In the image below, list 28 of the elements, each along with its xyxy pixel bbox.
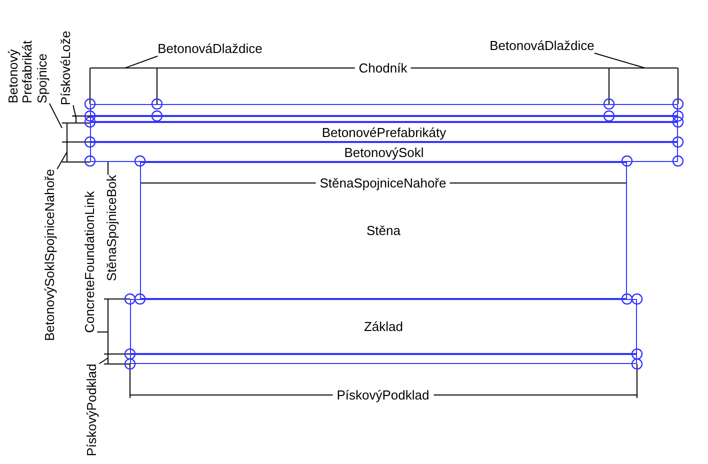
- callout-text: Betonový Prefabrikát Spojnice: [6, 40, 50, 104]
- layer-strip: [90, 104, 678, 116]
- dimension-label: Chodník: [354, 62, 412, 74]
- callout-text: ConcreteFoundationLink: [82, 191, 98, 333]
- callout-text: PískovéLože: [58, 30, 74, 106]
- layer-label: BetonovéPrefabrikáty: [322, 126, 446, 138]
- layer-strip: [130, 354, 637, 364]
- layer-label: Stěna: [366, 224, 400, 237]
- leader-line: [594, 52, 646, 68]
- layer-box: [140, 162, 627, 299]
- callout-text: PískovýPodklad: [84, 364, 100, 456]
- callout-text: BetonováDlaždice: [158, 42, 262, 56]
- leader-line: [72, 104, 76, 118]
- layer-box: [90, 122, 678, 142]
- layer-box: [130, 299, 637, 354]
- callout-text: StěnaSpojniceBok: [104, 174, 120, 282]
- callout-text: BetonovýSoklSpojniceNahoře: [42, 169, 58, 341]
- leader-line: [56, 152, 68, 170]
- callout-text: BetonováDlaždice: [490, 38, 594, 54]
- leader-line: [48, 102, 62, 128]
- leader-line: [124, 56, 158, 68]
- layer-strip: [90, 116, 678, 122]
- dimension-label: PískovýPodklad: [332, 388, 434, 402]
- layer-label: BetonovýSokl: [344, 146, 424, 158]
- layer-label: Základ: [364, 320, 404, 333]
- leader-line: [98, 358, 108, 364]
- dimension-label: StěnaSpojniceNahoře: [316, 176, 450, 190]
- layer-box: [90, 142, 678, 162]
